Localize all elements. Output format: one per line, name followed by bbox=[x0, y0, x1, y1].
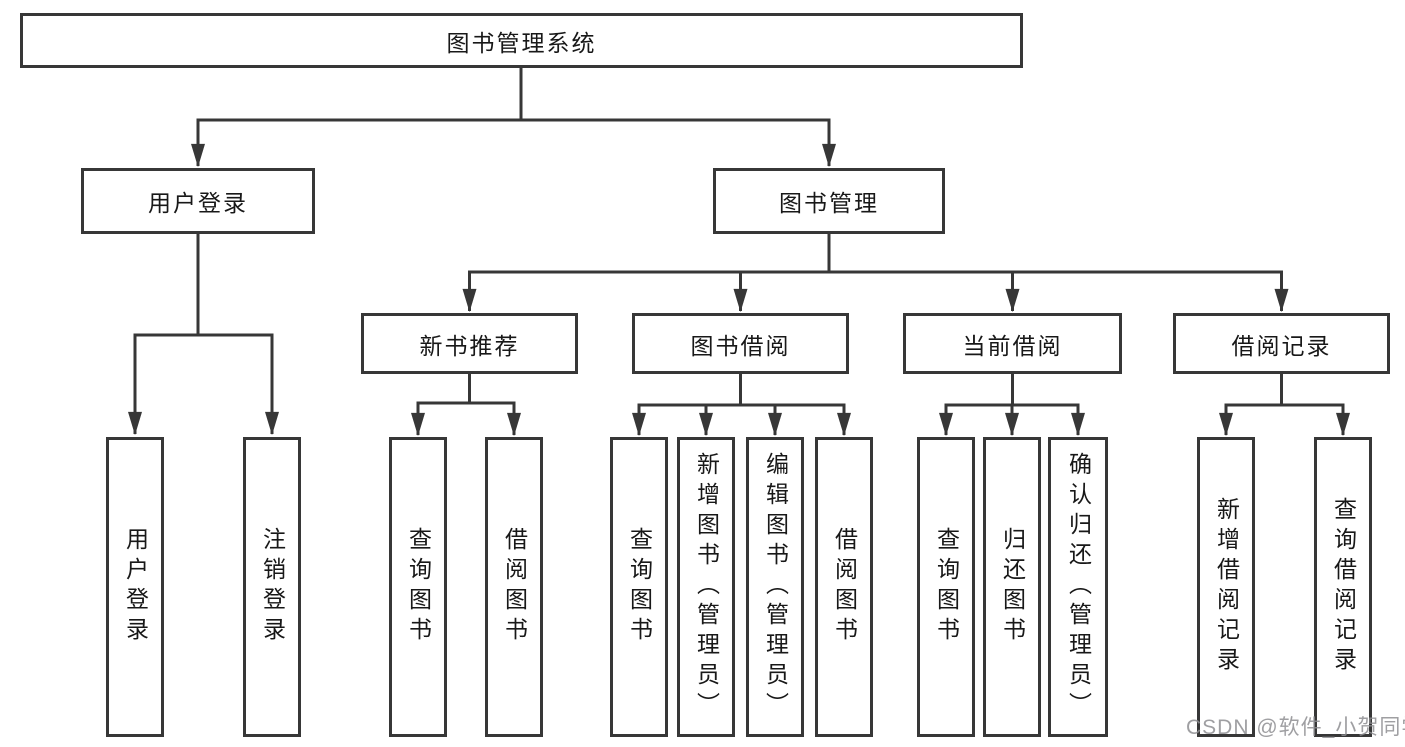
connector-book-management-to-level3 bbox=[462, 234, 1289, 313]
node-label: 新书推荐 bbox=[419, 332, 520, 359]
leaf-label: 查询图书 bbox=[405, 527, 432, 647]
leaf-add-borrow-record: 新增借阅记录 bbox=[1197, 437, 1255, 737]
node-borrowing-records: 借阅记录 bbox=[1173, 313, 1390, 374]
leaf-label: 查询图书 bbox=[933, 527, 960, 647]
leaf-add-books-admin: 新增图书（管理员） bbox=[677, 437, 735, 737]
leaf-label: 归还图书 bbox=[999, 527, 1026, 647]
node-book-management: 图书管理 bbox=[713, 168, 945, 234]
leaf-return-books: 归还图书 bbox=[983, 437, 1041, 737]
leaf-label: 注销登录 bbox=[259, 527, 286, 647]
connector-current-borrowing-to-leaves bbox=[939, 374, 1085, 437]
leaf-label: 确认归还（管理员） bbox=[1065, 452, 1092, 722]
leaf-user-login: 用户登录 bbox=[106, 437, 164, 737]
csdn-watermark: CSDN @软件_小贺同学 bbox=[1186, 716, 1405, 739]
node-user-login: 用户登录 bbox=[81, 168, 315, 234]
leaf-borrow-books-recommendation: 借阅图书 bbox=[485, 437, 543, 737]
leaf-edit-books-admin: 编辑图书（管理员） bbox=[746, 437, 804, 737]
connector-root-to-level2 bbox=[191, 68, 836, 168]
node-label: 图书管理 bbox=[779, 190, 879, 216]
leaf-query-books-current: 查询图书 bbox=[917, 437, 975, 737]
connector-user-login-to-leaves bbox=[128, 234, 279, 436]
leaf-query-books-borrowing: 查询图书 bbox=[610, 437, 668, 737]
leaf-label: 新增借阅记录 bbox=[1213, 497, 1240, 677]
leaf-label: 借阅图书 bbox=[831, 527, 858, 647]
leaf-label: 新增图书（管理员） bbox=[693, 452, 720, 722]
node-current-borrowing: 当前借阅 bbox=[903, 313, 1122, 374]
leaf-label: 编辑图书（管理员） bbox=[762, 452, 789, 722]
leaf-label: 借阅图书 bbox=[501, 527, 528, 647]
node-label: 图书借阅 bbox=[690, 332, 791, 359]
leaf-label: 查询借阅记录 bbox=[1330, 497, 1357, 677]
node-new-book-recommendation: 新书推荐 bbox=[361, 313, 578, 374]
leaf-label: 查询图书 bbox=[626, 527, 653, 647]
node-label: 当前借阅 bbox=[962, 332, 1063, 359]
leaf-label: 用户登录 bbox=[122, 527, 149, 647]
connector-borrowing-records-to-leaves bbox=[1219, 374, 1350, 437]
node-book-borrowing: 图书借阅 bbox=[632, 313, 849, 374]
connector-book-borrowing-to-leaves bbox=[632, 374, 851, 437]
node-label: 借阅记录 bbox=[1231, 332, 1332, 359]
node-library-management-system: 图书管理系统 bbox=[20, 13, 1023, 68]
leaf-query-books-recommendation: 查询图书 bbox=[389, 437, 447, 737]
node-label: 用户登录 bbox=[148, 190, 248, 216]
leaf-borrow-books-borrowing: 借阅图书 bbox=[815, 437, 873, 737]
connector-new-book-recommendation-to-leaves bbox=[411, 374, 521, 437]
node-label: 图书管理系统 bbox=[446, 29, 597, 56]
leaf-confirm-return-admin: 确认归还（管理员） bbox=[1048, 437, 1108, 737]
leaf-query-borrow-record: 查询借阅记录 bbox=[1314, 437, 1372, 737]
leaf-logout: 注销登录 bbox=[243, 437, 301, 737]
